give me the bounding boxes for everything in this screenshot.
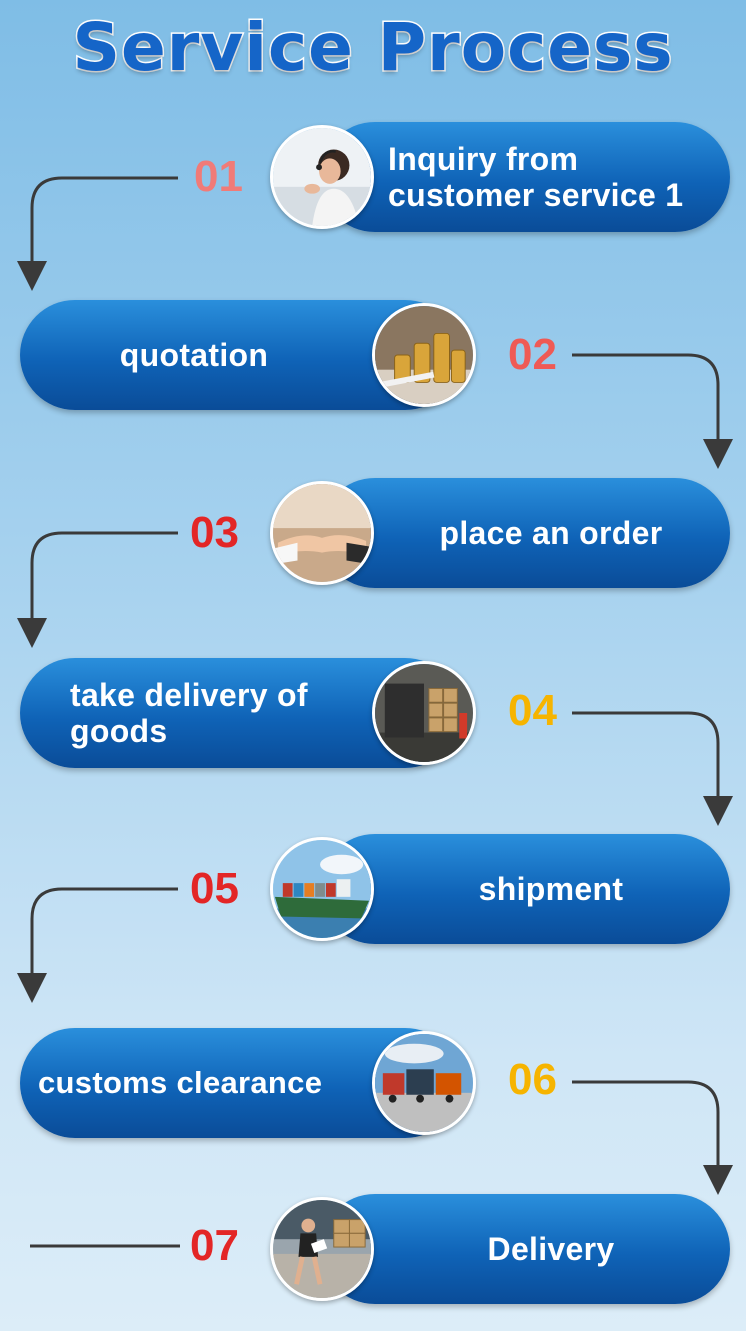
arrow-06-07 xyxy=(572,1080,733,1195)
step-06-number: 06 xyxy=(508,1055,557,1104)
step-07-label: Delivery xyxy=(487,1231,615,1267)
arrow-05-06 xyxy=(17,887,178,1003)
step-02-number: 02 xyxy=(508,330,557,379)
arrow-02-03 xyxy=(572,353,733,469)
step-05-number: 05 xyxy=(190,864,239,913)
step-01-number: 01 xyxy=(194,152,243,201)
step-03-pill[interactable]: place an order xyxy=(320,478,730,588)
arrow-03-04 xyxy=(17,531,178,648)
step-04-label: take delivery of goods xyxy=(70,677,308,749)
page-title: Service Process xyxy=(71,8,674,88)
handshake-photo xyxy=(270,481,374,585)
step-07-number: 07 xyxy=(190,1221,239,1270)
step-05-label: shipment xyxy=(478,871,624,907)
cargo-ship-photo xyxy=(270,837,374,941)
arrow-01-02 xyxy=(17,176,178,291)
coins-photo xyxy=(372,303,476,407)
step-01-label: Inquiry from customer service 1 xyxy=(388,141,684,213)
truck-loading-photo xyxy=(372,661,476,765)
step-05-pill[interactable]: shipment xyxy=(320,834,730,944)
courier-photo xyxy=(270,1197,374,1301)
port-trucks-photo xyxy=(372,1031,476,1135)
step-03-number: 03 xyxy=(190,508,239,557)
step-03-label: place an order xyxy=(439,515,663,551)
step-06-label: customs clearance xyxy=(38,1065,323,1100)
step-01-pill[interactable]: Inquiry from customer service 1 xyxy=(320,122,730,232)
customer-service-photo xyxy=(270,125,374,229)
step-02-label: quotation xyxy=(119,337,269,373)
step-07-pill[interactable]: Delivery xyxy=(320,1194,730,1304)
arrow-04-05 xyxy=(572,711,733,826)
step-04-number: 04 xyxy=(508,686,557,735)
